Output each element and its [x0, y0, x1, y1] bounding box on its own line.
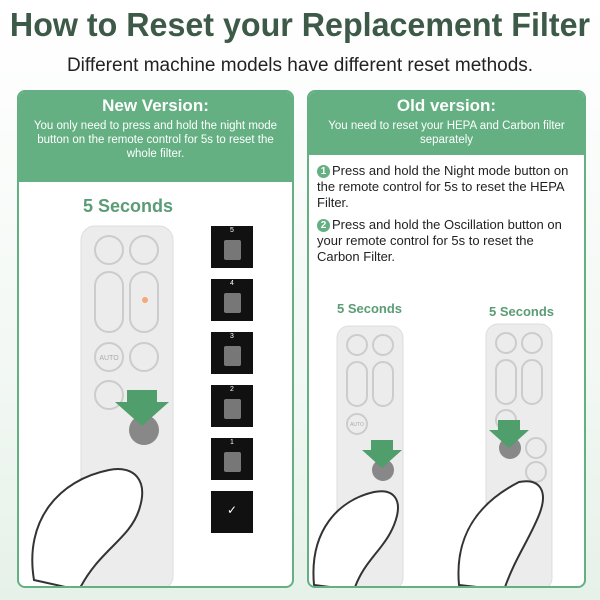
countdown-screens: 5 4 3 2 1 ✓ — [211, 226, 253, 544]
check-icon: ✓ — [226, 503, 238, 517]
seconds-label-2: 5 Seconds — [489, 304, 555, 319]
page-subtitle: Different machine models have different … — [66, 55, 534, 76]
page-title: How to Reset your Replacement Filter — [9, 6, 591, 43]
old-version-description: You need to reset your HEPA and Carbon f… — [328, 120, 565, 146]
countdown-screen: 3 — [211, 332, 253, 374]
seconds-label-1: 5 Seconds — [337, 301, 403, 316]
new-version-heading: New Version: — [102, 96, 209, 115]
remote-hand-illustration: AUTO — [31, 225, 174, 586]
countdown-screen: 2 — [211, 385, 253, 427]
arrow-down-icon — [362, 440, 402, 468]
hand-icon — [457, 480, 544, 586]
remote-auto-label: AUTO — [99, 355, 119, 362]
done-screen: ✓ — [211, 491, 253, 533]
new-version-description: You only need to press and hold the nigh… — [33, 120, 278, 160]
new-version-panel: New Version: You only need to press and … — [17, 90, 294, 588]
arrow-down-icon — [115, 390, 169, 426]
new-version-header: New Version: You only need to press and … — [19, 92, 292, 182]
hand-icon — [31, 468, 144, 586]
countdown-screen: 4 — [211, 279, 253, 321]
remote-hand-night: AUTO — [312, 325, 404, 586]
seconds-label: 5 Seconds — [83, 196, 174, 216]
remote-auto-label: AUTO — [350, 422, 364, 428]
remote-hand-oscillation — [457, 323, 553, 586]
countdown-screen: 1 — [211, 438, 253, 480]
countdown-screen: 5 — [211, 226, 253, 268]
old-version-header: Old version: You need to reset your HEPA… — [309, 92, 584, 155]
arrow-down-icon — [489, 420, 529, 448]
old-version-panel: Old version: You need to reset your HEPA… — [307, 90, 586, 588]
hand-icon — [312, 490, 399, 586]
old-version-heading: Old version: — [396, 96, 497, 115]
